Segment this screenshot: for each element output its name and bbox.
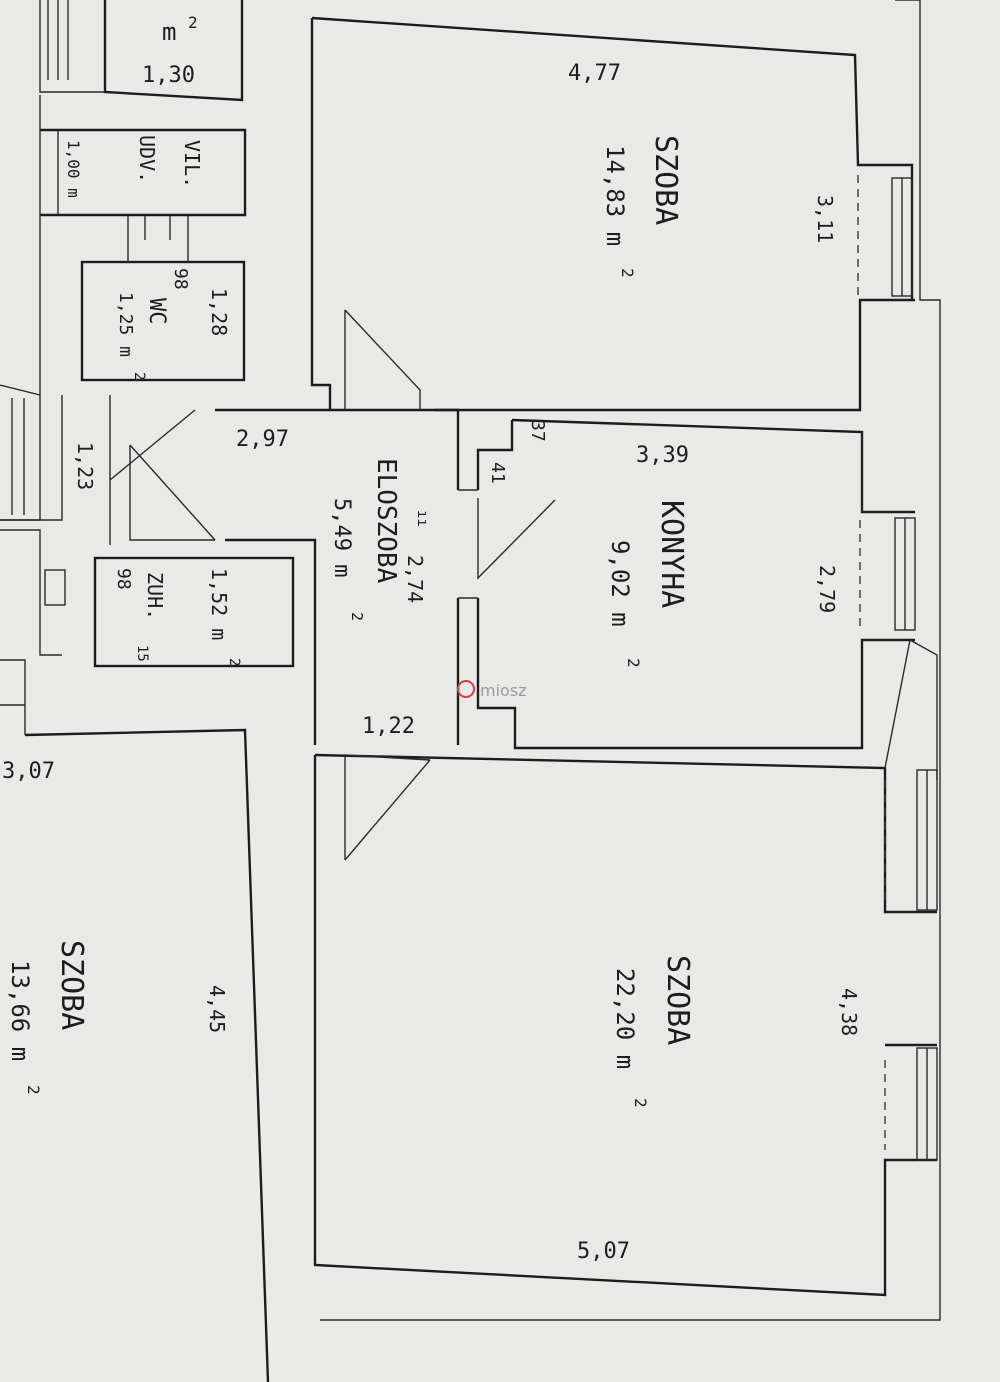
room-name-konyha: KONYHA [654, 500, 689, 608]
watermark: miosz [457, 680, 527, 700]
room-area-szoba-left: 13,66 m [6, 960, 34, 1061]
room-area-wc: 1,25 m [115, 292, 136, 357]
walls [0, 0, 941, 1382]
room-area-exp-eloszoba: 2 [348, 612, 366, 621]
dim-szoba-left-a: 4,45 [205, 985, 229, 1033]
dim-szoba-big-a: 4,38 [837, 988, 861, 1036]
watermark-logo-icon [457, 680, 475, 698]
dim-eloszoba-b: 2,74 [403, 555, 427, 603]
dim-konyha-b: 2,79 [815, 565, 839, 613]
dim-konyha-c: 37 [527, 420, 548, 442]
dim-konyha-a: 3,39 [636, 443, 689, 468]
dim-zuh-a: 98 [113, 568, 134, 590]
room-name-szoba-left: SZOBA [54, 940, 89, 1030]
dim-konyha-d: 41 [487, 462, 508, 484]
room-area-szoba-big: 22,20 m [611, 968, 639, 1069]
room-area-exp-wc: 2 [131, 372, 147, 380]
room-area-exp-top-left: 2 [188, 13, 198, 32]
room-area-eloszoba: 5,49 m [329, 498, 354, 577]
room-name-szoba-big: SZOBA [660, 955, 695, 1045]
room-name-udv: UDV. [135, 135, 159, 183]
dim-zuh-b: 15 [134, 645, 150, 662]
dim-szoba-big-b: 5,07 [577, 1239, 630, 1264]
room-area-exp-szoba-big: 2 [631, 1098, 650, 1108]
room-area-top-left: m [162, 18, 176, 46]
room-area-vil: 1,00 m [64, 140, 83, 198]
room-area-exp-szoba-top: 2 [618, 268, 637, 278]
room-area-exp-konyha: 2 [624, 658, 643, 668]
room-name-eloszoba: ELOSZOBA [371, 458, 401, 584]
dim-wc-b: 98 [170, 268, 191, 290]
dim-wc-a: 1,28 [207, 288, 231, 336]
door-swings [109, 309, 556, 861]
room-name-szoba-top: SZOBA [648, 135, 683, 225]
dim-eloszoba-c: 1,22 [362, 714, 415, 739]
room-name-wc: WC [144, 298, 169, 325]
watermark-text: miosz [480, 681, 527, 700]
room-area-szoba-top: 14,83 m [601, 145, 629, 246]
room-area-zuh: 1,52 m [207, 568, 231, 640]
room-name-vil: VIL. [180, 140, 204, 188]
room-area-exp-zuh: 2 [226, 658, 242, 666]
dim-top-left: 1,30 [142, 63, 195, 88]
dim-eloszoba-a: 2,97 [236, 427, 289, 452]
dim-szoba-top-width: 4,77 [568, 61, 621, 86]
room-name-zuh: ZUH. [143, 572, 167, 620]
eloszoba-mark: ıı [414, 510, 430, 527]
dim-szoba-left-b: 3,07 [2, 759, 55, 784]
room-area-exp-szoba-left: 2 [24, 1085, 43, 1095]
labels: SZOBA 14,83 m 2 4,77 3,11 KONYHA 9,02 m … [2, 13, 861, 1264]
dim-eloszoba-d: 1,23 [73, 442, 97, 490]
room-area-konyha: 9,02 m [606, 540, 634, 627]
dim-szoba-top-depth: 3,11 [813, 195, 837, 243]
